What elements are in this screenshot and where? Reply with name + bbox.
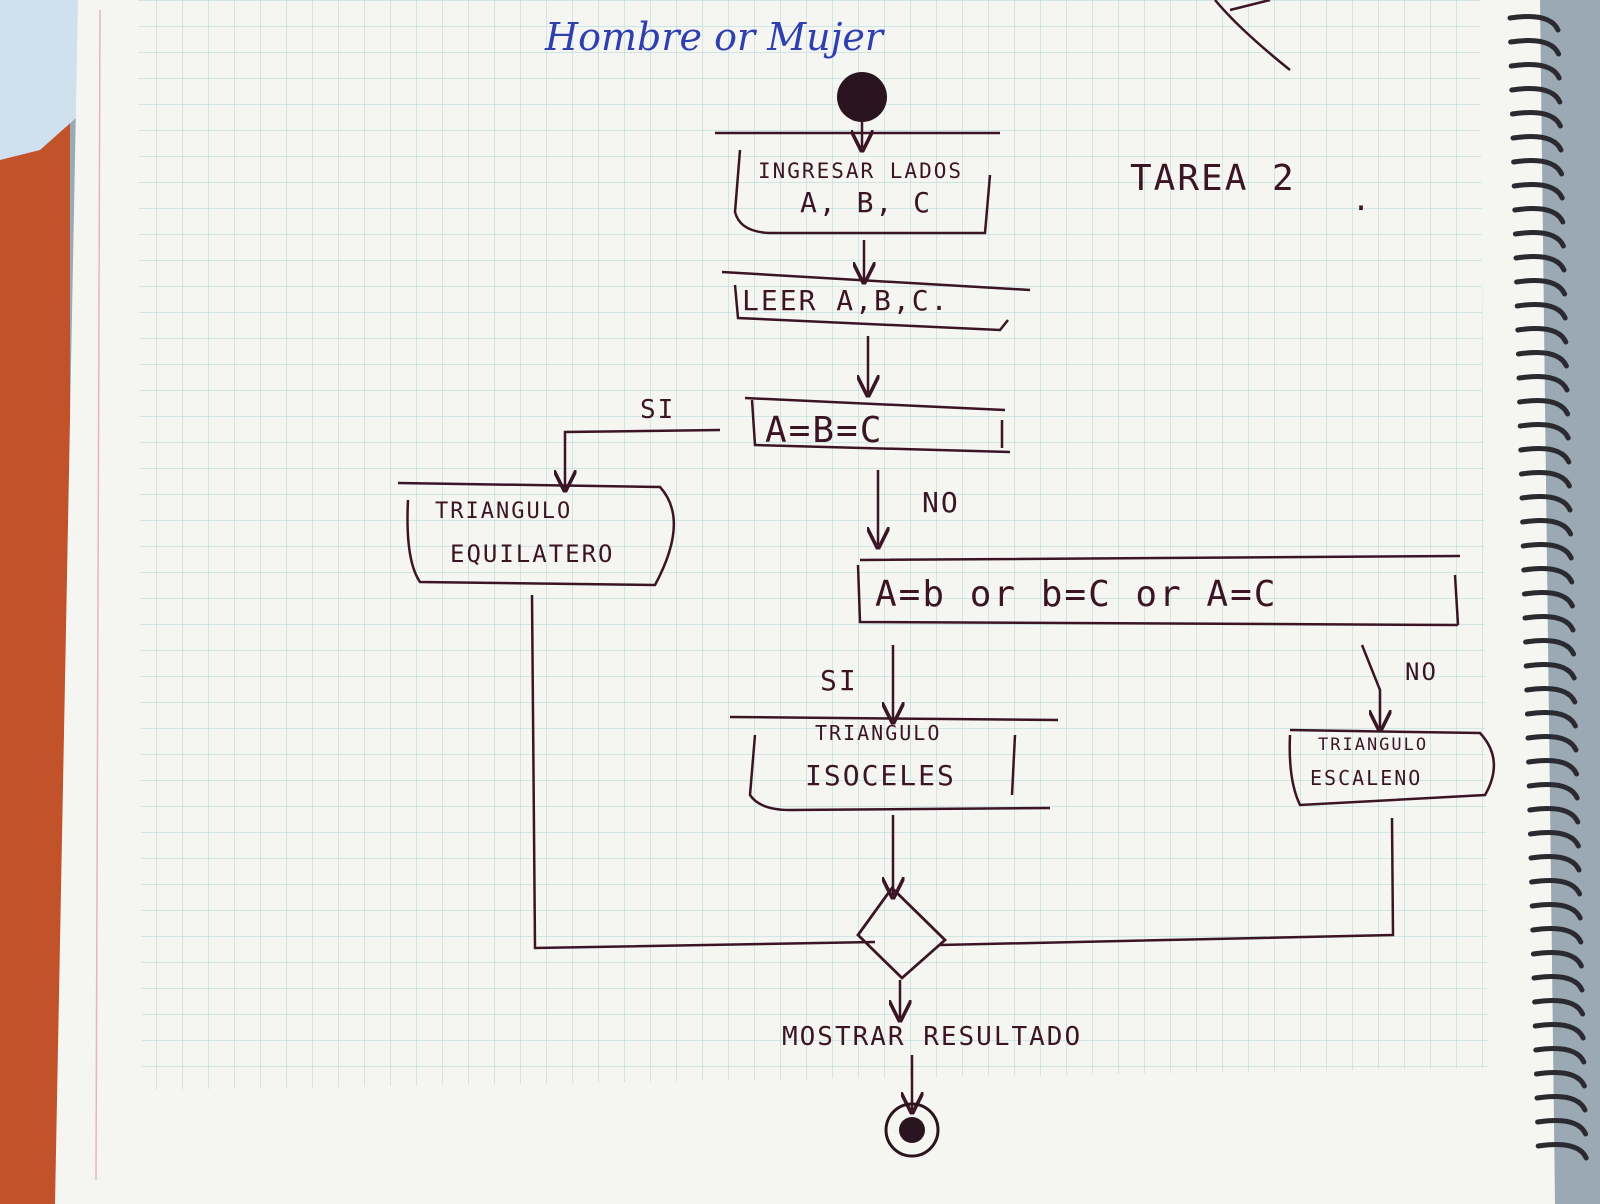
spiral-loop — [1516, 374, 1570, 393]
end-node-inner — [899, 1117, 925, 1143]
merge-diamond — [856, 885, 948, 980]
spiral-loop — [1519, 494, 1573, 513]
spiral-loop — [1512, 230, 1566, 249]
spiral-loop — [1520, 542, 1574, 561]
spiral-loop — [1521, 590, 1575, 609]
spiral-loop — [1517, 398, 1571, 417]
scalene-box — [1288, 728, 1496, 807]
start-node — [837, 72, 887, 122]
spiral-loop — [1511, 158, 1565, 177]
spiral-loop — [1530, 950, 1584, 969]
isosceles-line2: ISOCELES — [805, 759, 956, 792]
spiral-loop — [1535, 1142, 1589, 1161]
page-grid — [138, 0, 1488, 1090]
spiral-loop — [1525, 734, 1579, 753]
spiral-loop — [1521, 566, 1575, 585]
spiral-loop — [1523, 638, 1577, 657]
spiral-loop — [1517, 422, 1571, 441]
page-margin-line — [95, 9, 101, 1181]
merge-line-left — [530, 594, 876, 950]
spiral-loop — [1515, 326, 1569, 345]
spiral-loop — [1512, 206, 1566, 225]
spiral-loop — [1514, 302, 1568, 321]
spiral-loop — [1518, 470, 1572, 489]
read-box-text: LEER A,B,C. — [742, 284, 949, 317]
input-box — [715, 131, 1000, 235]
scalene-line2: ESCALENO — [1310, 766, 1422, 790]
isosceles-box — [729, 715, 1059, 812]
spiral-loop — [1530, 926, 1584, 945]
spiral-loop — [1523, 662, 1577, 681]
spiral-loop — [1508, 38, 1562, 57]
decision1-box — [744, 396, 1011, 454]
spiral-loop — [1532, 1022, 1586, 1041]
task-label: TAREA 2 — [1130, 158, 1296, 199]
arrow-decision2-no — [1360, 644, 1380, 728]
spiral-loop — [1513, 254, 1567, 273]
spiral-loop — [1508, 62, 1562, 81]
spiral-loop — [1510, 134, 1564, 153]
spiral-loop — [1514, 278, 1568, 297]
end-node-outer — [884, 1102, 940, 1158]
period-mark: . — [1352, 183, 1372, 218]
corner-sketch — [1214, 0, 1291, 71]
decision2-yes-label: SI — [820, 664, 858, 697]
spiral-loop — [1524, 710, 1578, 729]
spiral-loop — [1535, 1118, 1589, 1137]
handwritten-title: Hombre or Mujer — [544, 15, 886, 59]
decision1-text: A=B=C — [765, 410, 883, 451]
spiral-loop — [1522, 614, 1576, 633]
spiral-loop — [1526, 782, 1580, 801]
decision2-box — [856, 554, 1461, 627]
spiral-loop — [1524, 686, 1578, 705]
spiral-loop — [1526, 758, 1580, 777]
spiral-loop — [1529, 902, 1583, 921]
isosceles-line1: TRIANGULO — [815, 721, 941, 745]
spiral-loop — [1515, 350, 1569, 369]
decision1-yes-label: SI — [640, 395, 675, 425]
equilateral-box — [397, 481, 676, 587]
equilateral-line2: EQUILATERO — [450, 540, 615, 568]
input-box-line2: A, B, C — [800, 186, 932, 219]
spiral-loop — [1533, 1046, 1587, 1065]
equilateral-line1: TRIANGULO — [435, 499, 572, 524]
merge-line-right — [939, 817, 1395, 947]
spiral-loop — [1509, 110, 1563, 129]
spiral-loop — [1511, 182, 1565, 201]
scalene-line1: TRIANGULO — [1318, 735, 1428, 755]
blue-cloth-corner — [0, 0, 90, 160]
spiral-loop — [1520, 518, 1574, 537]
spiral-loop — [1518, 446, 1572, 465]
arrow-decision1-yes — [565, 428, 721, 488]
spiral-loop — [1533, 1070, 1587, 1089]
spiral-loop — [1531, 974, 1585, 993]
spiral-loop — [1534, 1094, 1588, 1113]
spiral-loop — [1527, 806, 1581, 825]
spiral-loop — [1507, 14, 1561, 33]
spiral-loop — [1529, 878, 1583, 897]
decision2-text: A=b or b=C or A=C — [875, 574, 1277, 615]
background-table — [0, 0, 70, 1204]
spiral-loop — [1509, 86, 1563, 105]
read-box — [721, 270, 1031, 332]
input-box-line1: INGRESAR LADOS — [758, 159, 963, 183]
decision1-no-label: NO — [922, 486, 960, 519]
decision2-no-label: NO — [1405, 658, 1438, 686]
output-text: MOSTRAR RESULTADO — [782, 1022, 1082, 1052]
spiral-loop — [1528, 854, 1582, 873]
spiral-loop — [1527, 830, 1581, 849]
spiral-loop — [1532, 998, 1586, 1017]
spiral-binding — [1507, 14, 1589, 1161]
